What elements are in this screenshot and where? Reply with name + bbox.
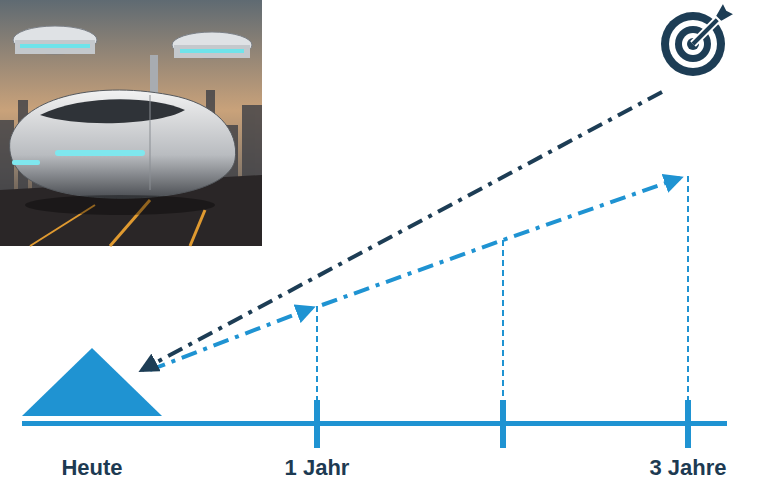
flying-car-photo xyxy=(0,0,262,246)
timeline xyxy=(22,348,727,448)
guide-lines xyxy=(317,176,688,402)
timeline-label: Heute xyxy=(61,456,122,480)
goal-arrow xyxy=(142,92,662,370)
timeline-label: 3 Jahre xyxy=(649,456,726,480)
target-icon xyxy=(661,2,735,76)
milestone-arrows xyxy=(150,178,680,370)
timeline-label: 1 Jahr xyxy=(285,456,350,480)
